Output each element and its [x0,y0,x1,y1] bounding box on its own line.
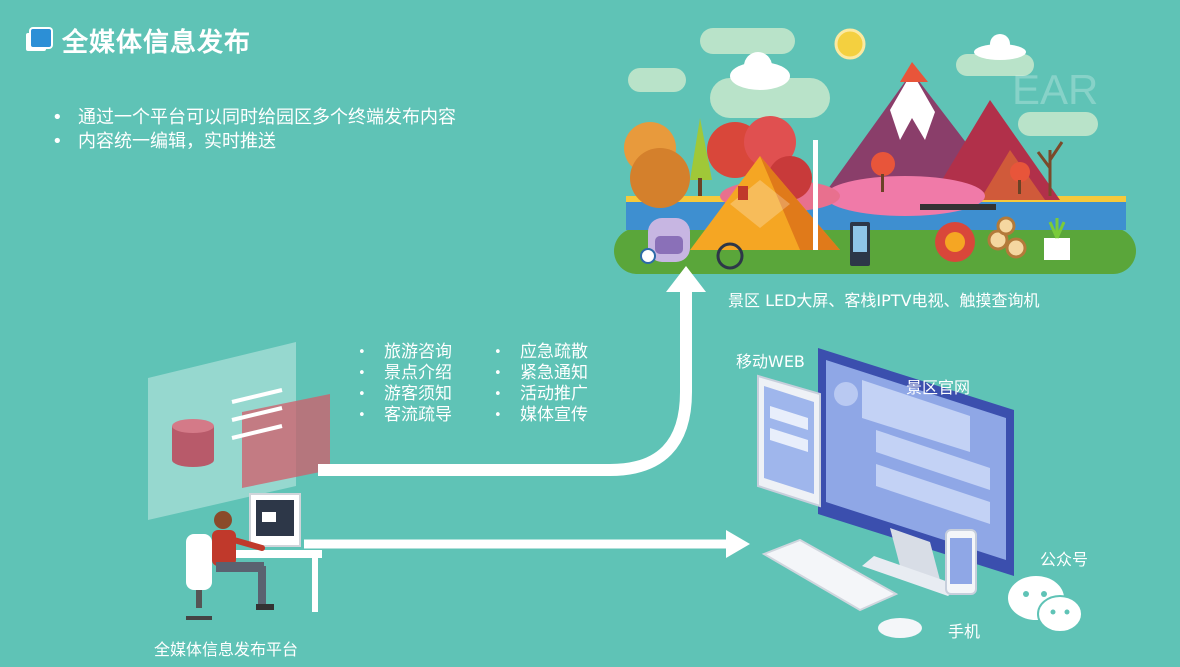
plant-pot-icon [1044,238,1070,260]
document-stack-icon [26,28,52,53]
list-item: 活动推广 [492,384,588,405]
wechat-label: 公众号 [1040,550,1089,569]
list-item: 游客须知 [356,384,452,405]
operator-figure [186,493,322,620]
cloud-shape [710,78,830,118]
grill-shape [920,204,996,210]
list-item: 应急疏散 [492,342,588,363]
list-item: 景点介绍 [356,363,452,384]
cloud-shape [628,68,686,92]
feature-item: 通过一个平台可以同时给园区多个终端发布内容 [52,106,456,130]
cloud-shape [1018,112,1098,136]
devices-illustration [757,348,1083,638]
arrow-head-up-icon [666,266,706,292]
feature-item: 内容统一编辑，实时推送 [52,130,456,154]
compass-icon [640,248,656,264]
service-list-right: 应急疏散 紧急通知 活动推广 媒体宣传 [492,342,588,426]
platform-label: 全媒体信息发布平台 [154,640,299,659]
platform-graphic [148,342,330,520]
sun-icon [834,28,866,60]
mobile-web-label: 移动WEB [736,352,805,371]
official-site-label: 景区官网 [906,378,971,397]
tree-shape [690,118,712,180]
wheel-icon [716,242,744,270]
pole-shape [813,140,818,250]
phone-label: 手机 [948,622,981,641]
list-item: 旅游咨询 [356,342,452,363]
tree-shape [871,152,895,176]
scenic-terminals-label: 景区 LED大屏、客栈IPTV电视、触摸查询机 [728,291,1040,310]
page-header: 全媒体信息发布 [26,22,251,59]
arrow-head-right-icon [726,530,750,558]
person-icon [214,511,232,529]
scenic-illustration [614,28,1136,274]
feature-list: 通过一个平台可以同时给园区多个终端发布内容 内容统一编辑，实时推送 [52,106,456,154]
page-title: 全媒体信息发布 [62,28,252,58]
keyboard-icon [761,538,899,612]
arrow-to-scenic [318,290,692,476]
chair-shape [186,534,212,590]
service-list-left: 旅游咨询 景点介绍 游客须知 客流疏导 [356,342,452,426]
list-item: 客流疏导 [356,405,452,426]
mouse-icon [878,618,922,638]
cloud-shape [700,28,795,54]
watermark-text: EAR [1012,66,1098,113]
list-item: 媒体宣传 [492,405,588,426]
cloud-shape [956,54,1034,76]
tree-shape [1036,141,1064,196]
flow-arrows [304,266,750,558]
desk-shape [222,550,322,558]
list-item: 紧急通知 [492,363,588,384]
